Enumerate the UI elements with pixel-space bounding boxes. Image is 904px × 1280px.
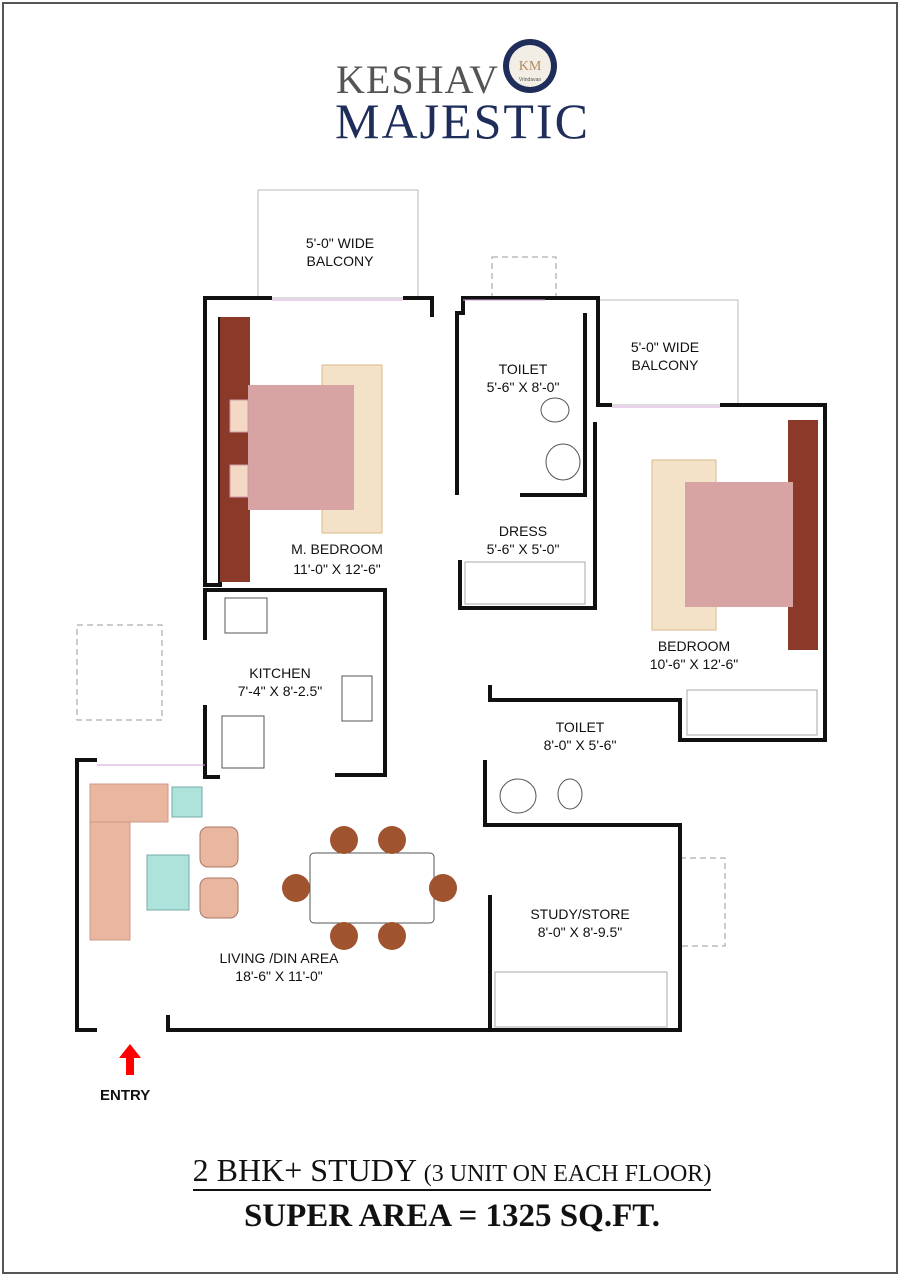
washbasin [499,778,537,814]
kitchen-name: KITCHEN [249,665,310,681]
bed-bedroom [685,482,793,607]
unit-type-heading: 2 BHK+ STUDY (3 UNIT ON EACH FLOOR) [0,1152,904,1191]
balcony1-line2: BALCONY [307,253,375,269]
study-size: 8'-0" X 8'-9.5" [538,924,623,940]
wc [557,778,583,810]
bed-master-bedroom [248,385,354,510]
dress-name: DRESS [499,523,547,539]
super-area: SUPER AREA = 1325 SQ.FT. [243,1198,661,1234]
storage-shelf [464,561,586,605]
balcony2-line1: 5'-0" WIDE [631,339,699,355]
dining-table [309,852,435,924]
refrigerator [221,715,265,769]
master-bedroom-size: 11'-0" X 12'-6" [293,561,380,577]
wardrobe [220,317,250,582]
toilet2-size: 8'-0" X 5'-6" [544,737,617,753]
logo-line1: KESHAV [336,57,500,102]
dashed-projection [76,624,163,721]
study-name: STUDY/STORE [530,906,629,922]
bedroom-size: 10'-6" X 12'-6" [650,656,738,672]
coffee-table [146,854,190,911]
duct-outline [491,256,557,300]
storage-shelf [494,971,668,1028]
cooktop [341,675,373,722]
logo-emblem-text: Vrindavan [519,77,542,83]
logo-line2: MAJESTIC [335,93,590,149]
washbasin [545,443,581,481]
dashed-projection [679,857,726,947]
sofa [89,783,169,823]
unit-note: (3 UNIT ON EACH FLOOR) [423,1161,712,1187]
walls [75,296,827,1032]
master-bedroom-name: M. BEDROOM [291,541,383,557]
toilet2-name: TOILET [556,719,605,735]
wc [540,397,570,423]
balcony2-line2: BALCONY [632,357,700,373]
kitchen-size: 7'-4" X 8'-2.5" [238,683,323,699]
storage-shelf [686,689,818,736]
logo-emblem-monogram: KM [519,59,542,74]
side-table [229,464,249,498]
unit-type: 2 BHK+ STUDY [192,1152,416,1188]
entry-label: ENTRY [100,1087,151,1104]
toilet1-size: 5'-6" X 8'-0" [487,379,560,395]
side-table [229,399,249,433]
balcony-outline [257,189,419,299]
toilet1-name: TOILET [499,361,548,377]
living-size: 18'-6" X 11'-0" [235,968,322,984]
dress-size: 5'-6" X 5'-0" [487,541,560,557]
kitchen-sink [224,597,268,634]
living-name: LIVING /DIN AREA [219,950,339,966]
side-table [171,786,203,818]
logo-emblem-icon: KM Vrindavan [503,39,557,93]
furniture [89,317,818,1028]
armchair [199,877,239,919]
entry-arrow-icon [119,1044,141,1075]
balcony1-line1: 5'-0" WIDE [306,235,374,251]
room-labels: 5'-0" WIDE BALCONY 5'-0" WIDE BALCONY TO… [219,235,738,984]
armchair [199,826,239,868]
bedroom-name: BEDROOM [658,638,730,654]
